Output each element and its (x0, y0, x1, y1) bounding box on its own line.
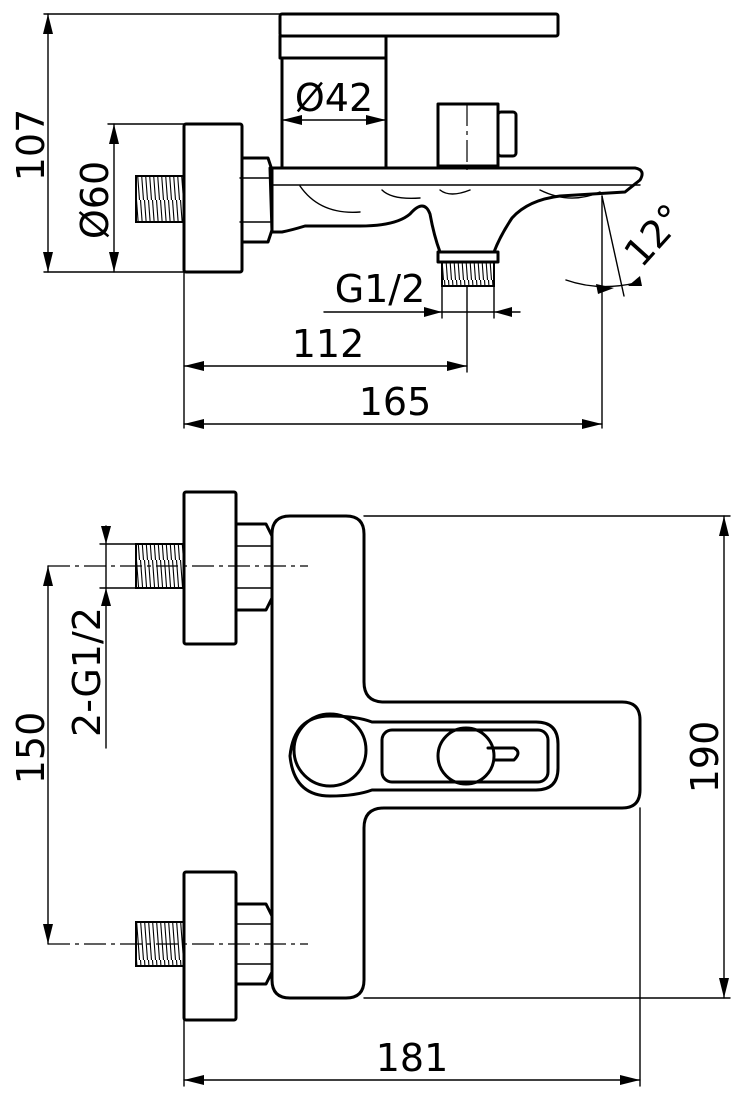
handle-lever (278, 12, 560, 38)
total-height-dimension: 190 (683, 721, 727, 794)
diverter-knob-tip (496, 110, 518, 158)
wall-flange (182, 122, 244, 274)
total-depth-dimension: 165 (359, 380, 432, 424)
lever-slot (288, 714, 560, 798)
total-width-dimension: 181 (376, 1036, 449, 1080)
spout-body (268, 166, 644, 254)
handle-cap (278, 34, 388, 60)
height-dimension: 107 (9, 109, 53, 182)
inlet-spacing-dimension: 150 (9, 712, 53, 785)
diverter-knob-front (436, 726, 496, 786)
lower-flange (182, 870, 238, 1022)
upper-hex-nut (234, 522, 274, 612)
body-cap-circle (292, 712, 368, 788)
hex-nut (240, 156, 274, 244)
inlet-diameter-dimension: Ø60 (73, 161, 117, 239)
lower-hex-nut (234, 902, 274, 986)
body-diameter-dimension: Ø42 (295, 76, 373, 120)
side-view: 107 Ø60 Ø42 G1/2 112 165 (9, 12, 693, 429)
outlet-thread-dimension: G1/2 (335, 267, 426, 311)
front-body (270, 514, 642, 1000)
inlet-thread-side (135, 175, 185, 223)
outlet-offset-dimension: 112 (292, 322, 365, 366)
front-view: 2-G1/2 150 190 181 (9, 490, 731, 1087)
outlet-thread (441, 261, 495, 287)
spout-angle-dimension: 12° (615, 196, 693, 275)
diverter-knob (436, 102, 500, 168)
upper-flange (182, 490, 238, 646)
inlet-thread-dimension: 2-G1/2 (65, 607, 109, 737)
